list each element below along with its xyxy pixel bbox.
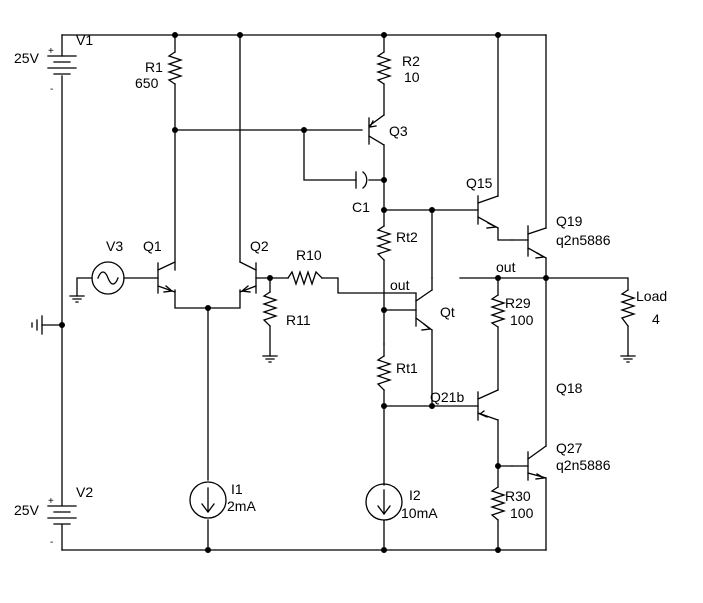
v3-name: V3 (106, 238, 123, 254)
transistor-q2 (239, 261, 257, 294)
qt-name: Qt (440, 304, 455, 320)
i2-value: 10mA (401, 505, 438, 521)
v2-plus: + (48, 496, 54, 507)
i1-name: I1 (231, 481, 243, 497)
resistor-r10 (287, 269, 323, 287)
rt1-name: Rt1 (396, 360, 418, 376)
load-name: Load (636, 288, 667, 304)
q19-name: Q19 (556, 213, 583, 229)
v1-value: 25V (14, 50, 40, 66)
q21b-name: Q21b (430, 389, 464, 405)
ac-source-v3 (69, 261, 125, 303)
v2-minus: - (50, 537, 53, 548)
v1-name: V1 (76, 32, 93, 48)
resistor-r1 (166, 51, 184, 85)
wires (41, 34, 629, 551)
q1-name: Q1 (143, 238, 162, 254)
net-label-out-b: out (496, 259, 516, 275)
r11-name: R11 (286, 312, 311, 328)
transistor-q1 (157, 261, 176, 294)
v2-value: 25V (14, 502, 40, 518)
v1-plus: + (48, 46, 54, 57)
resistor-r11 (261, 291, 279, 363)
r2-value: 10 (404, 69, 420, 85)
resistor-rt1 (375, 343, 393, 391)
r29-name: R29 (505, 295, 531, 311)
junctions (59, 32, 549, 553)
resistor-load (619, 289, 637, 363)
r30-value: 100 (510, 505, 534, 521)
q27-model: q2n5886 (556, 457, 611, 473)
q15-name: Q15 (466, 175, 493, 191)
r29-value: 100 (510, 312, 534, 328)
transistor-q19 (511, 225, 547, 259)
q19-model: q2n5886 (556, 232, 611, 248)
resistor-r30 (489, 486, 507, 521)
r30-name: R30 (505, 488, 531, 504)
q2-name: Q2 (250, 238, 269, 254)
c1-name: C1 (352, 199, 370, 215)
r1-name: R1 (145, 59, 163, 75)
rt2-name: Rt2 (396, 229, 418, 245)
load-value: 4 (652, 311, 660, 327)
r2-name: R2 (402, 53, 420, 69)
resistor-rt2 (375, 225, 393, 261)
transistor-q15 (477, 195, 499, 229)
ground-symbol-left (31, 315, 43, 335)
current-source-i1 (189, 481, 227, 519)
transistor-q27 (511, 445, 547, 481)
transistor-q21b (477, 389, 499, 421)
q18-name: Q18 (556, 380, 583, 396)
resistor-r29 (489, 294, 507, 328)
battery-v1-symbol (47, 55, 77, 75)
r10-name: R10 (296, 247, 322, 263)
r1-value: 650 (135, 75, 159, 91)
v1-minus: - (50, 84, 53, 95)
i2-name: I2 (409, 487, 421, 503)
transistor-qt (415, 277, 433, 331)
i1-value: 2mA (227, 498, 256, 514)
current-source-i2 (365, 483, 403, 521)
resistor-r2 (375, 51, 393, 85)
capacitor-c1 (355, 171, 368, 189)
q27-name: Q27 (556, 440, 583, 456)
labels: V1 25V + - V2 25V + - V3 R1 650 R2 10 R1… (14, 32, 667, 548)
transistor-q3 (368, 114, 385, 146)
v2-name: V2 (76, 484, 93, 500)
net-label-out-a: out (390, 277, 410, 293)
q3-name: Q3 (389, 123, 408, 139)
battery-v2-symbol (47, 505, 77, 525)
